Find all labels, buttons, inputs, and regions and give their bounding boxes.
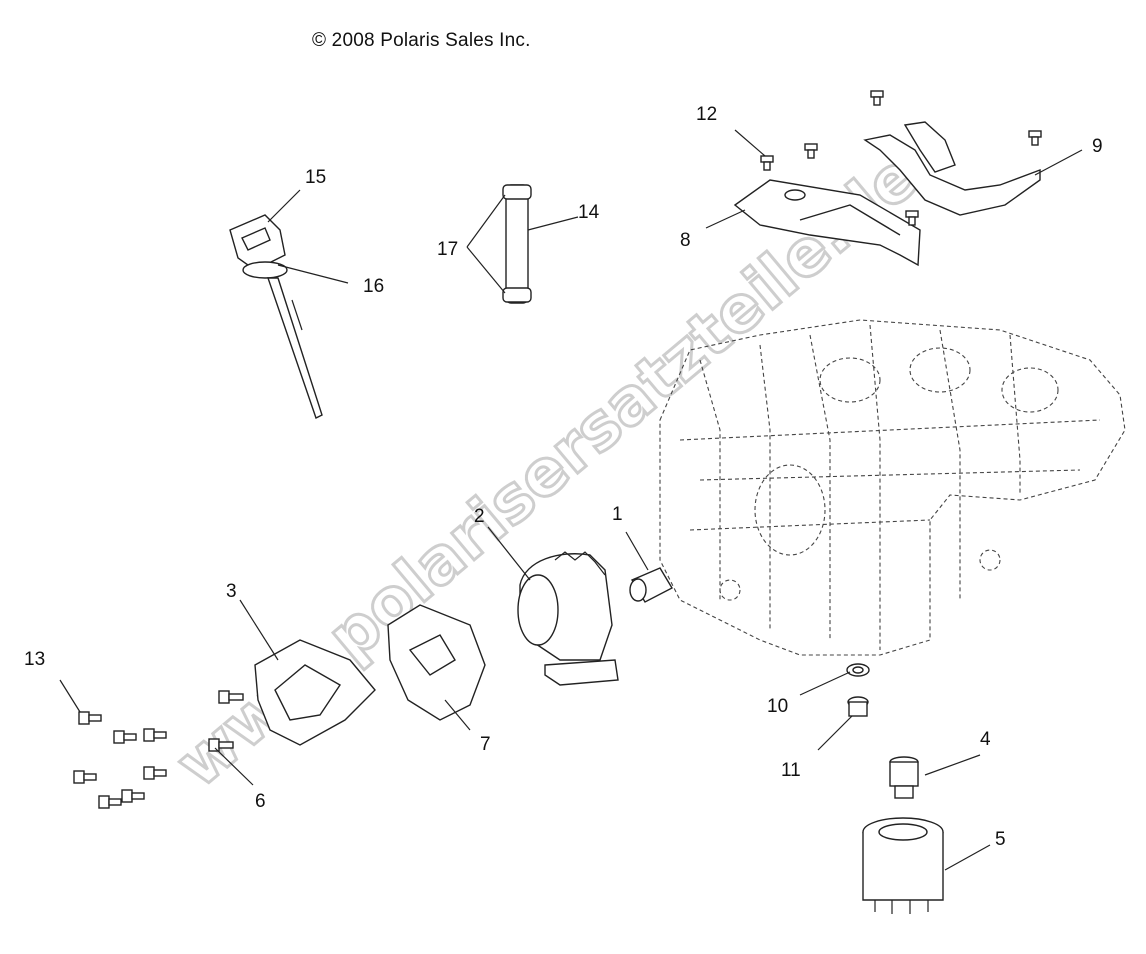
part-6-bolts bbox=[208, 690, 244, 752]
callout-13: 13 bbox=[24, 649, 45, 670]
part-1-fitting bbox=[629, 567, 673, 603]
part-14-oil-tube bbox=[502, 184, 532, 304]
part-4-filter-nipple bbox=[889, 756, 919, 799]
callout-9: 9 bbox=[1092, 136, 1103, 157]
callout-12: 12 bbox=[696, 104, 717, 125]
part-8-baffle-plate bbox=[733, 179, 921, 267]
callout-7: 7 bbox=[480, 734, 491, 755]
part-15-dipstick bbox=[229, 214, 323, 419]
part-9-bracket bbox=[863, 121, 1041, 216]
callout-1: 1 bbox=[612, 504, 623, 525]
part-7-gasket bbox=[387, 604, 486, 721]
callout-2: 2 bbox=[474, 506, 485, 527]
part-10-washer bbox=[846, 663, 870, 677]
callout-10: 10 bbox=[767, 696, 788, 717]
callout-5: 5 bbox=[995, 829, 1006, 850]
callout-14: 14 bbox=[578, 202, 600, 223]
part-2-oil-pump bbox=[517, 551, 619, 686]
callout-6: 6 bbox=[255, 791, 266, 812]
callout-11: 11 bbox=[781, 760, 801, 781]
callout-3: 3 bbox=[226, 581, 237, 602]
part-12-screws bbox=[760, 90, 1042, 226]
copyright-notice: © 2008 Polaris Sales Inc. bbox=[312, 30, 531, 51]
callout-16: 16 bbox=[363, 276, 384, 297]
part-11-drain-plug bbox=[847, 696, 869, 717]
crankcase bbox=[659, 319, 1126, 656]
part-5-oil-filter bbox=[862, 817, 944, 914]
part-3-pump-cover bbox=[254, 639, 376, 746]
callout-4: 4 bbox=[980, 729, 991, 750]
callout-8: 8 bbox=[680, 230, 691, 251]
callout-15: 15 bbox=[305, 167, 326, 188]
callout-17: 17 bbox=[437, 239, 458, 260]
part-13-bolts bbox=[73, 711, 167, 809]
leader-lines bbox=[59, 129, 1083, 871]
